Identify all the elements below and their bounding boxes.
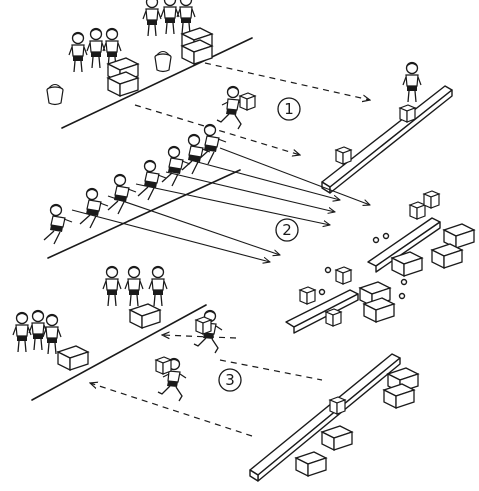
child-figure bbox=[143, 0, 161, 36]
ball bbox=[374, 238, 379, 243]
station-number-2: 2 bbox=[282, 221, 292, 239]
ball bbox=[320, 290, 325, 295]
child-figure bbox=[103, 267, 121, 307]
child-figure bbox=[69, 33, 87, 73]
child-figure bbox=[13, 313, 31, 353]
bench-icon bbox=[322, 86, 452, 193]
carried-box bbox=[240, 93, 255, 110]
child-figure bbox=[87, 29, 105, 69]
rope-puller bbox=[80, 189, 108, 229]
box-stack bbox=[182, 28, 212, 64]
rope-puller bbox=[108, 175, 136, 215]
station-number-1: 1 bbox=[284, 100, 294, 118]
arrow-icon bbox=[162, 335, 236, 338]
box-icon bbox=[410, 202, 425, 219]
box-icon bbox=[130, 304, 160, 328]
child-figure bbox=[125, 267, 143, 307]
box-icon bbox=[424, 191, 439, 208]
box-icon bbox=[326, 309, 341, 326]
box-icon bbox=[296, 452, 326, 476]
box-icon bbox=[58, 346, 88, 370]
bucket-icon bbox=[47, 85, 63, 105]
rope-puller bbox=[44, 205, 72, 245]
child-figure bbox=[29, 311, 47, 351]
ball bbox=[402, 280, 407, 285]
arrow-icon bbox=[190, 160, 340, 200]
ball bbox=[400, 294, 405, 299]
carried-box bbox=[156, 357, 171, 374]
box-icon bbox=[322, 426, 352, 450]
child-figure bbox=[149, 267, 167, 307]
child-figure bbox=[161, 0, 179, 34]
station-1: 1 bbox=[47, 0, 452, 193]
box-icon bbox=[384, 384, 414, 408]
child-figure bbox=[177, 0, 195, 34]
child-figure bbox=[43, 315, 61, 355]
ball bbox=[384, 234, 389, 239]
arrow-icon bbox=[108, 196, 280, 255]
box-icon bbox=[330, 397, 345, 414]
ball bbox=[326, 268, 331, 273]
bench-icon bbox=[286, 290, 358, 333]
box-icon bbox=[432, 244, 462, 268]
station-number-3: 3 bbox=[225, 371, 235, 389]
carried-box bbox=[196, 317, 211, 334]
rope-puller bbox=[138, 161, 166, 201]
box-icon bbox=[400, 105, 415, 122]
box-icon bbox=[336, 267, 351, 284]
box-icon bbox=[300, 287, 315, 304]
box-icon bbox=[336, 147, 351, 164]
rope-puller bbox=[198, 125, 226, 165]
bucket-icon bbox=[155, 52, 171, 72]
box-stack bbox=[108, 58, 138, 96]
child-figure bbox=[403, 63, 421, 103]
